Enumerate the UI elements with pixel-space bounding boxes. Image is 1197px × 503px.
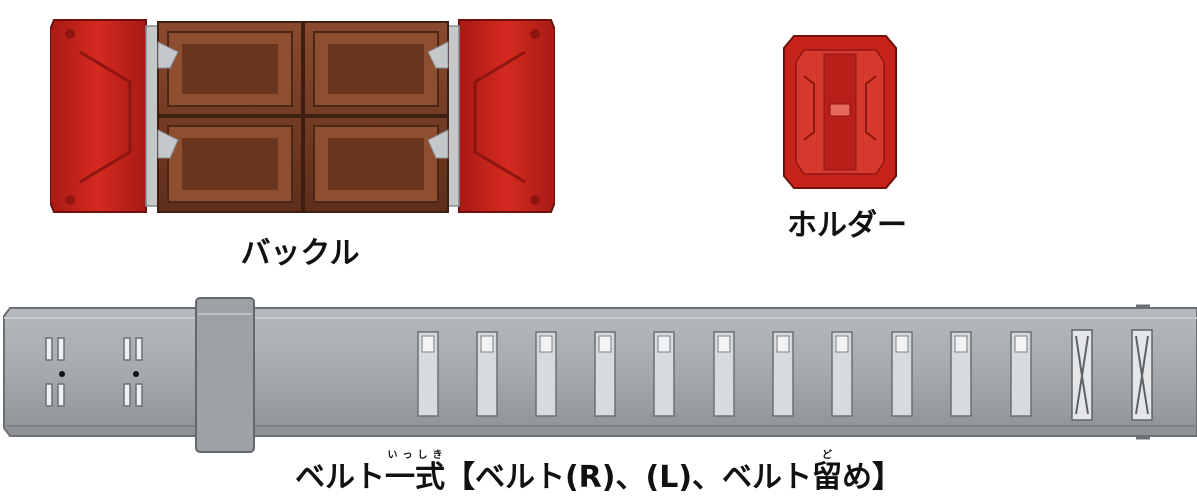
- kanji-tome: 留: [812, 460, 843, 495]
- ruby-shiki: 式しき: [414, 450, 445, 495]
- holder-caption: ホルダー: [787, 208, 907, 243]
- kanji-ichi: 一: [384, 460, 415, 495]
- belt-image: [3, 297, 1197, 453]
- belt-set-caption: ベルト一いっ式しき【ベルト(R)、(L)、ベルト留どめ】: [294, 450, 903, 495]
- holder-image: [783, 35, 897, 189]
- ruby-tome: 留ど: [812, 450, 843, 495]
- belt-caption-container: ベルト一いっ式しき【ベルト(R)、(L)、ベルト留どめ】: [0, 450, 1197, 500]
- furigana-shiki: しき: [414, 450, 445, 461]
- furigana-ichi: いっ: [384, 450, 415, 461]
- belt-caption-prefix: ベルト: [294, 460, 385, 495]
- belt-caption-suffix: め】: [842, 460, 903, 495]
- buckle-image: [50, 19, 555, 213]
- kanji-shiki: 式: [414, 460, 445, 495]
- belt-caption-middle: 【ベルト(R)、(L)、ベルト: [444, 460, 813, 495]
- buckle-caption: バックル: [240, 236, 360, 271]
- furigana-tome: ど: [812, 450, 843, 461]
- ruby-ichi: 一いっ: [384, 450, 415, 495]
